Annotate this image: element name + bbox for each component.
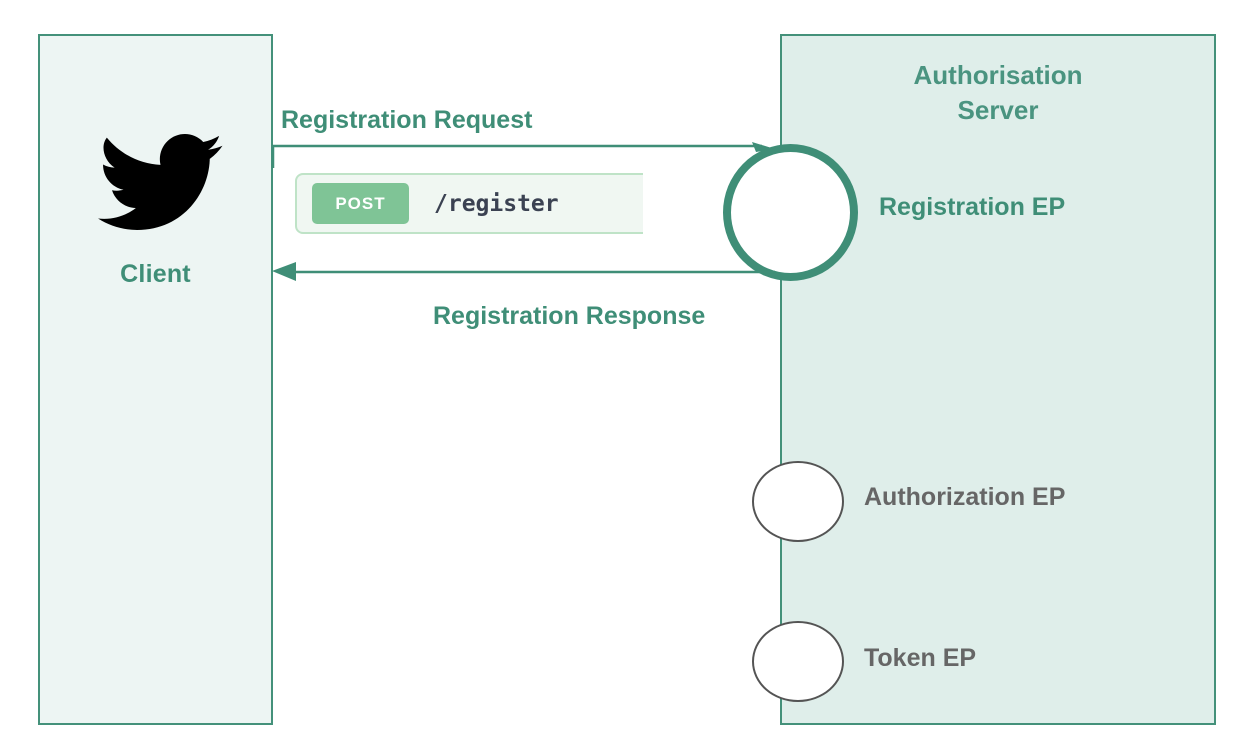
authorisation-server-box <box>780 34 1216 725</box>
client-box <box>38 34 273 725</box>
server-title-line-2: Server <box>957 95 1039 125</box>
registration-response-label: Registration Response <box>433 302 706 330</box>
registration-endpoint-label: Registration EP <box>879 193 1066 221</box>
token-endpoint-label: Token EP <box>864 644 977 672</box>
twitter-bird-icon <box>88 134 224 252</box>
client-label: Client <box>120 260 191 288</box>
request-panel-clip: POST /register <box>295 173 643 234</box>
server-title-line-1: Authorisation <box>913 60 1083 90</box>
http-method-badge: POST <box>312 183 409 224</box>
registration-response-arrow <box>272 262 775 281</box>
authorization-endpoint-circle[interactable] <box>752 461 844 542</box>
token-endpoint-circle[interactable] <box>752 621 844 702</box>
registration-endpoint-circle[interactable] <box>723 144 858 281</box>
registration-request-arrow <box>271 142 775 168</box>
authorization-endpoint-label: Authorization EP <box>864 483 1066 511</box>
request-path-text: /register <box>434 190 559 217</box>
request-panel[interactable]: POST /register <box>295 173 643 234</box>
authorisation-server-title: Authorisation Server <box>780 58 1216 128</box>
registration-request-label: Registration Request <box>281 106 533 134</box>
